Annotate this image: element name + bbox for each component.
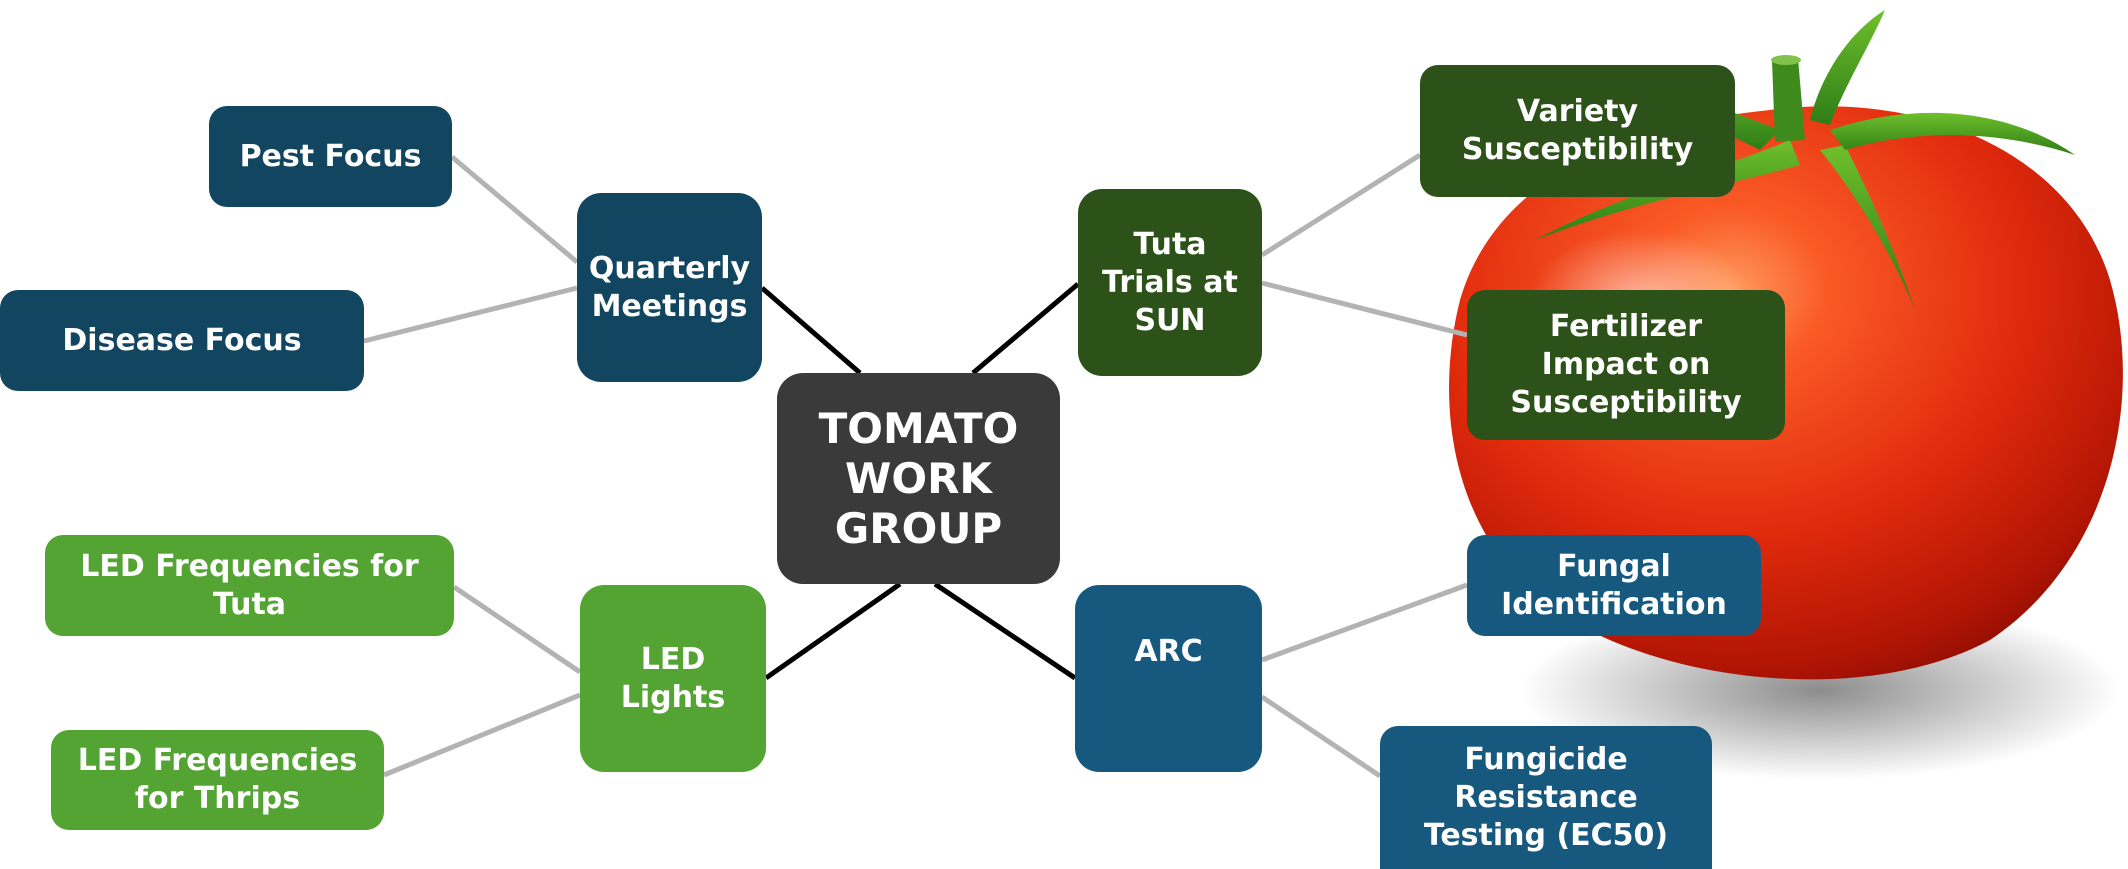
leaf-node-led-frequencies-tuta: LED Frequencies for Tuta xyxy=(45,535,454,636)
branch-node-quarterly-meetings: Quarterly Meetings xyxy=(577,193,762,382)
connector-quarterly-pest xyxy=(450,155,579,264)
leaf-node-fungal-identification: Fungal Identification xyxy=(1467,535,1761,636)
connector-arc-fungal xyxy=(1261,582,1468,663)
connector-center-quarterly xyxy=(760,286,862,375)
leaf-node-label: Fungal Identification xyxy=(1501,548,1727,622)
leaf-node-label: Disease Focus xyxy=(62,322,302,358)
connector-center-led xyxy=(764,581,902,681)
connector-tuta-fertilizer xyxy=(1261,280,1468,338)
center-node-label: TOMATO WORK GROUP xyxy=(818,403,1019,553)
connector-led-thrips xyxy=(383,692,581,778)
main-connectors xyxy=(760,282,1080,681)
leaf-node-fertilizer-impact: Fertilizer Impact on Susceptibility xyxy=(1467,290,1785,440)
connector-center-tuta xyxy=(971,282,1080,375)
branch-node-arc: ARC xyxy=(1075,585,1262,772)
leaf-node-label: Fungicide Resistance Testing (EC50) xyxy=(1423,741,1669,853)
leaf-node-label: LED Frequencies for Tuta xyxy=(80,548,419,622)
leaf-node-led-frequencies-thrips: LED Frequencies for Thrips xyxy=(51,730,384,830)
center-node-tomato-work-group: TOMATO WORK GROUP xyxy=(777,373,1060,584)
branch-node-label: ARC xyxy=(1134,634,1203,669)
leaf-connectors xyxy=(363,152,1468,779)
leaf-node-label: Pest Focus xyxy=(239,138,422,174)
leaf-node-variety-susceptibility: Variety Susceptibility xyxy=(1420,65,1735,197)
tomato-stem-cap xyxy=(1771,55,1801,65)
leaf-node-label: Variety Susceptibility xyxy=(1461,94,1694,167)
connector-center-arc xyxy=(933,581,1077,681)
leaf-node-label: LED Frequencies for Thrips xyxy=(77,743,358,816)
branch-node-led-lights: LED Lights xyxy=(580,585,766,772)
leaf-node-label: Fertilizer Impact on Susceptibility xyxy=(1510,309,1742,420)
connector-tuta-variety xyxy=(1260,152,1422,258)
leaf-node-disease-focus: Disease Focus xyxy=(0,290,364,391)
branch-node-label: Quarterly Meetings xyxy=(588,250,751,324)
connector-arc-fungicide xyxy=(1260,694,1382,779)
connector-led-tuta xyxy=(452,584,582,675)
branch-node-label: Tuta Trials at SUN xyxy=(1102,226,1238,338)
branch-node-label: LED Lights xyxy=(620,641,726,715)
branch-node-tuta-trials: Tuta Trials at SUN xyxy=(1078,189,1262,376)
tomato-stem xyxy=(1772,58,1805,142)
connector-quarterly-disease xyxy=(363,285,578,344)
leaf-node-fungicide-resistance: Fungicide Resistance Testing (EC50) xyxy=(1380,726,1712,869)
leaf-node-pest-focus: Pest Focus xyxy=(209,106,452,207)
